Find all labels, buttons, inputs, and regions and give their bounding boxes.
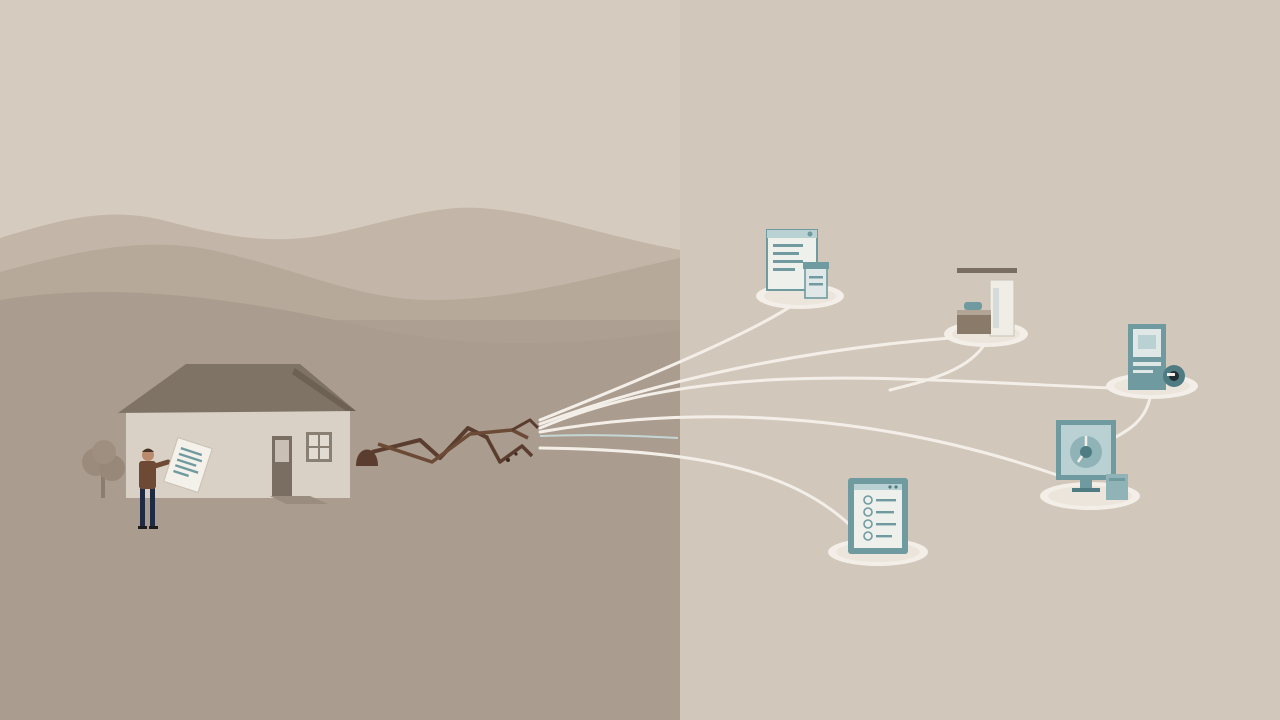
left-landscape <box>0 207 680 720</box>
line-to-tablet <box>538 446 852 527</box>
line-to-monitor <box>538 415 1062 478</box>
office-desk-icon <box>944 268 1028 347</box>
line-to-checklist <box>538 298 802 422</box>
checklist-screen-icon <box>756 229 844 309</box>
ground-foreground <box>0 291 680 720</box>
document-icon <box>163 436 213 494</box>
right-panel <box>680 0 1280 720</box>
form-tablet-icon <box>828 478 928 566</box>
line-to-kiosk <box>538 376 1112 430</box>
connection-lines <box>538 298 1152 527</box>
kiosk-terminal-icon <box>1106 324 1198 399</box>
person-with-document-icon <box>138 436 213 529</box>
line-to-desk <box>538 336 952 426</box>
broken-cable-icon <box>356 418 540 466</box>
media-monitor-icon <box>1040 420 1140 510</box>
tree-icon <box>82 440 125 498</box>
line-desk-branch <box>888 340 988 392</box>
house-icon <box>118 364 356 504</box>
